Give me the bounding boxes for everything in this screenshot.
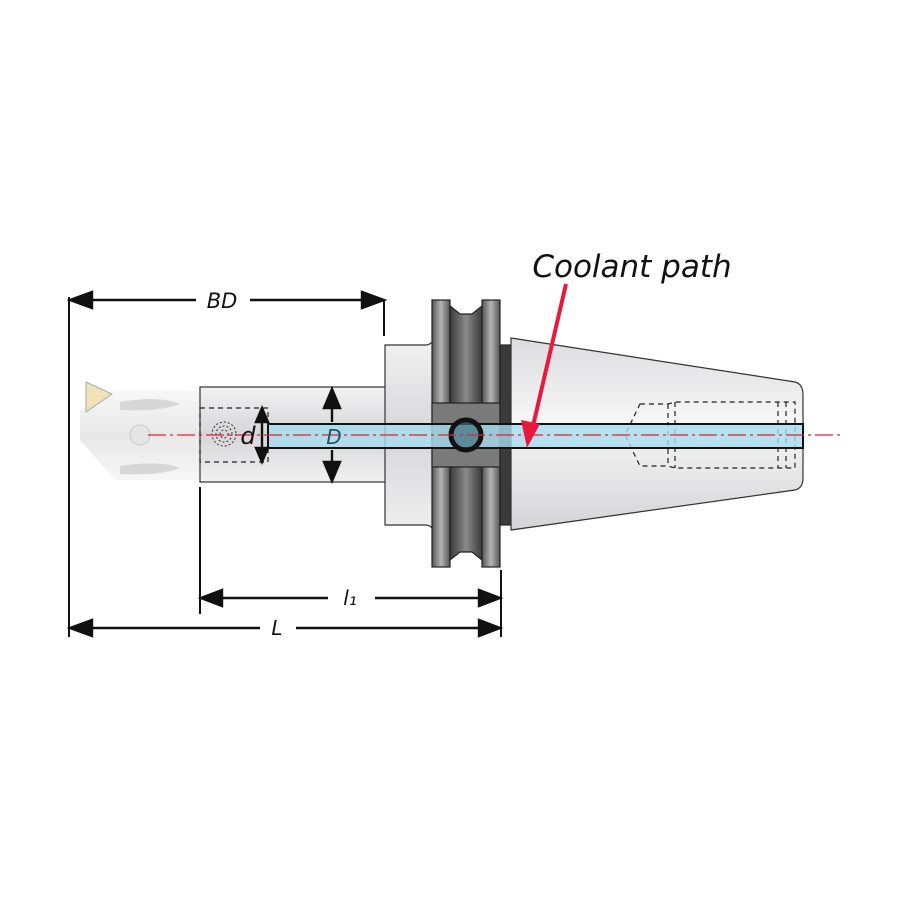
coolant-outlet-icon	[211, 421, 237, 447]
label-l1: l₁	[343, 586, 357, 610]
dimension-lines	[66, 290, 504, 638]
label-l: L	[271, 616, 282, 640]
label-d-large: D	[326, 425, 341, 449]
label-d-small: d	[240, 422, 256, 450]
callout-arrow-icon	[521, 283, 568, 448]
label-bd: BD	[207, 289, 238, 313]
insert-icon	[85, 381, 114, 413]
cutting-head	[80, 390, 200, 480]
coolant-path-label: Coolant path	[532, 249, 731, 285]
